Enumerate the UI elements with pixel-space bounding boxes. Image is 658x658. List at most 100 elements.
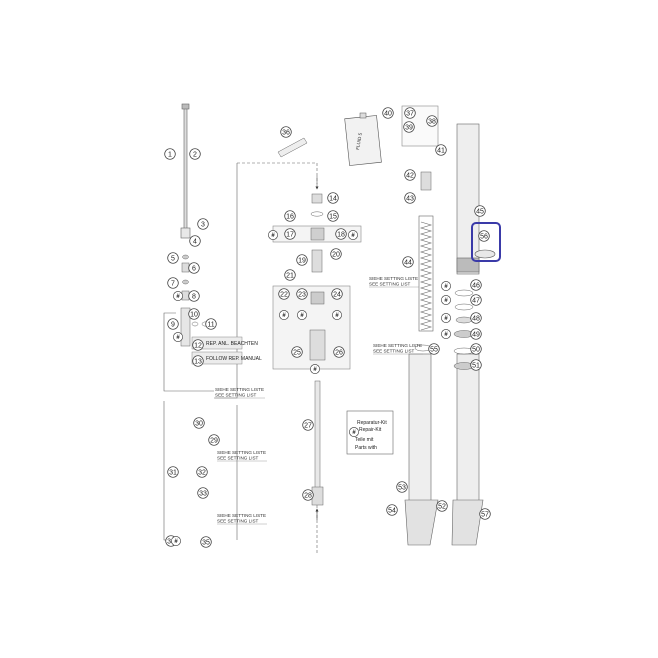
hash-marker: # [349, 427, 359, 437]
callout-2: 2 [189, 148, 201, 160]
callout-12: 12 [192, 339, 204, 351]
callout-number: 32 [198, 469, 206, 476]
hash-symbol: # [444, 316, 448, 322]
hash-symbol: # [313, 367, 317, 373]
callout-number: 42 [406, 172, 414, 179]
callout-29: 29 [208, 434, 220, 446]
callout-11: 11 [205, 318, 217, 330]
callout-41: 41 [435, 144, 447, 156]
callout-number: 49 [472, 331, 480, 338]
callout-21: 21 [284, 269, 296, 281]
callout-number: 43 [406, 195, 414, 202]
siehe-setting-liste: SIEHE SETTING LISTE [217, 450, 266, 455]
note-follow-rep: FOLLOW REP. MANUAL [206, 356, 262, 362]
hash-symbol: # [271, 233, 275, 239]
callout-46: 46 [470, 279, 482, 291]
hash-marker: # [173, 291, 183, 301]
hash-symbol: # [176, 335, 180, 341]
see-setting-list: SEE SETTING LIST [217, 519, 259, 524]
hash-marker: # [348, 230, 358, 240]
callout-number: 35 [202, 539, 210, 546]
hash-marker: # [268, 230, 278, 240]
callout-number: 12 [194, 342, 202, 349]
note-rep-anl: REP. ANL. BEACHTEN [206, 341, 258, 347]
callout-number: 14 [329, 195, 337, 202]
callout-31: 31 [167, 466, 179, 478]
callout-16: 16 [284, 210, 296, 222]
callout-30: 30 [193, 417, 205, 429]
callout-number: 50 [472, 346, 480, 353]
callout-10: 10 [188, 308, 200, 320]
siehe-setting-liste: SIEHE SETTING LISTE [215, 387, 264, 392]
callout-49: 49 [470, 328, 482, 340]
callout-40: 40 [382, 107, 394, 119]
hash-symbol: # [444, 284, 448, 290]
callout-22: 22 [278, 288, 290, 300]
callout-47: 47 [470, 294, 482, 306]
callout-number: 55 [430, 346, 438, 353]
callout-8: 8 [188, 290, 200, 302]
fork-tubes [401, 105, 484, 546]
callout-43: 43 [404, 192, 416, 204]
callout-55: 55 [428, 343, 440, 355]
callout-25: 25 [291, 346, 303, 358]
callout-number: 54 [388, 507, 396, 514]
hash-marker: # [441, 281, 451, 291]
callout-38: 38 [426, 115, 438, 127]
callout-number: 23 [298, 291, 306, 298]
hash-symbol: # [335, 313, 339, 319]
callout-51: 51 [470, 359, 482, 371]
repair-kit-note: Reparatur-Kit Repair-Kit Teile mit Parts… [346, 410, 394, 455]
callout-14: 14 [327, 192, 339, 204]
callout-15: 15 [327, 210, 339, 222]
callout-number: 19 [298, 257, 306, 264]
callout-number: 1 [168, 151, 172, 158]
callout-7: 7 [167, 277, 179, 289]
hash-marker: # [171, 536, 181, 546]
callout-number: 16 [286, 213, 294, 220]
callout-number: 52 [438, 503, 446, 510]
callout-number: 29 [210, 437, 218, 444]
callout-number: 53 [398, 484, 406, 491]
callout-24: 24 [331, 288, 343, 300]
callout-number: 24 [333, 291, 341, 298]
siehe-setting-liste: SIEHE SETTING LISTE [217, 513, 266, 518]
callout-number: 21 [286, 272, 294, 279]
callout-number: 47 [472, 297, 480, 304]
callout-number: 51 [472, 362, 480, 369]
hash-symbol: # [352, 430, 356, 436]
callout-number: 4 [193, 238, 197, 245]
hash-marker: # [279, 310, 289, 320]
see-setting-list: SEE SETTING LIST [369, 282, 411, 287]
callout-number: 28 [304, 492, 312, 499]
hash-symbol: # [300, 313, 304, 319]
teile-mit: Teile mit [355, 437, 374, 443]
repair-manual-notes: REP. ANL. BEACHTEN FOLLOW REP. MANUAL [191, 336, 262, 365]
left-column-parts [180, 103, 211, 347]
callout-number: 45 [476, 208, 484, 215]
callout-54: 54 [386, 504, 398, 516]
callout-26: 26 [333, 346, 345, 358]
see-setting-list: SEE SETTING LIST [217, 456, 259, 461]
callout-27: 27 [302, 419, 314, 431]
callout-5: 5 [167, 252, 179, 264]
see-setting-list: SEE SETTING LIST [215, 393, 257, 398]
hash-symbol: # [174, 539, 178, 545]
callout-42: 42 [404, 169, 416, 181]
repair-kit-en: Repair-Kit [359, 427, 382, 433]
callout-17: 17 [284, 228, 296, 240]
callout-number: 44 [404, 259, 412, 266]
callout-44: 44 [402, 256, 414, 268]
callout-number: 48 [472, 315, 480, 322]
centre-cartridge-parts [272, 193, 362, 555]
repair-kit-de: Reparatur-Kit [357, 420, 387, 426]
hash-marker: # [441, 329, 451, 339]
highlight-box-56 [471, 222, 501, 262]
hash-marker: # [441, 295, 451, 305]
callout-19: 19 [296, 254, 308, 266]
hash-marker: # [332, 310, 342, 320]
callout-6: 6 [188, 262, 200, 274]
callout-number: 38 [428, 118, 436, 125]
